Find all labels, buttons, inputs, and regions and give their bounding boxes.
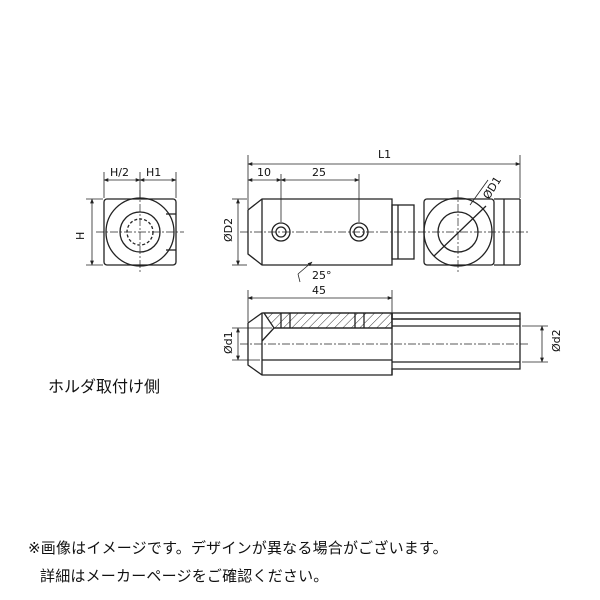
section-view — [240, 312, 528, 376]
label-h: H — [74, 232, 87, 240]
holder-side-label: ホルダ取付け側 — [48, 377, 160, 396]
top-side-view — [240, 198, 422, 266]
top-view-dimensions — [232, 155, 521, 283]
details-note: 詳細はメーカーページをご確認ください。 — [40, 567, 329, 585]
left-end-view — [96, 190, 184, 274]
label-od1-small: Ød1 — [222, 331, 235, 354]
label-25: 25 — [312, 166, 326, 179]
left-view-dimensions — [86, 172, 177, 266]
label-h-half: H/2 — [110, 166, 129, 179]
label-od2: ØD2 — [222, 218, 235, 242]
label-10: 10 — [257, 166, 271, 179]
label-l1: L1 — [378, 148, 391, 161]
label-h1: H1 — [146, 166, 161, 179]
section-dimensions — [232, 290, 548, 363]
label-od2-small: Ød2 — [550, 329, 563, 352]
label-45: 45 — [312, 284, 326, 297]
right-end-view — [418, 190, 528, 274]
label-od1: ØD1 — [480, 174, 504, 201]
image-disclaimer-note: ※画像はイメージです。デザインが異なる場合がございます。 — [28, 539, 448, 557]
label-angle: 25° — [312, 269, 332, 282]
